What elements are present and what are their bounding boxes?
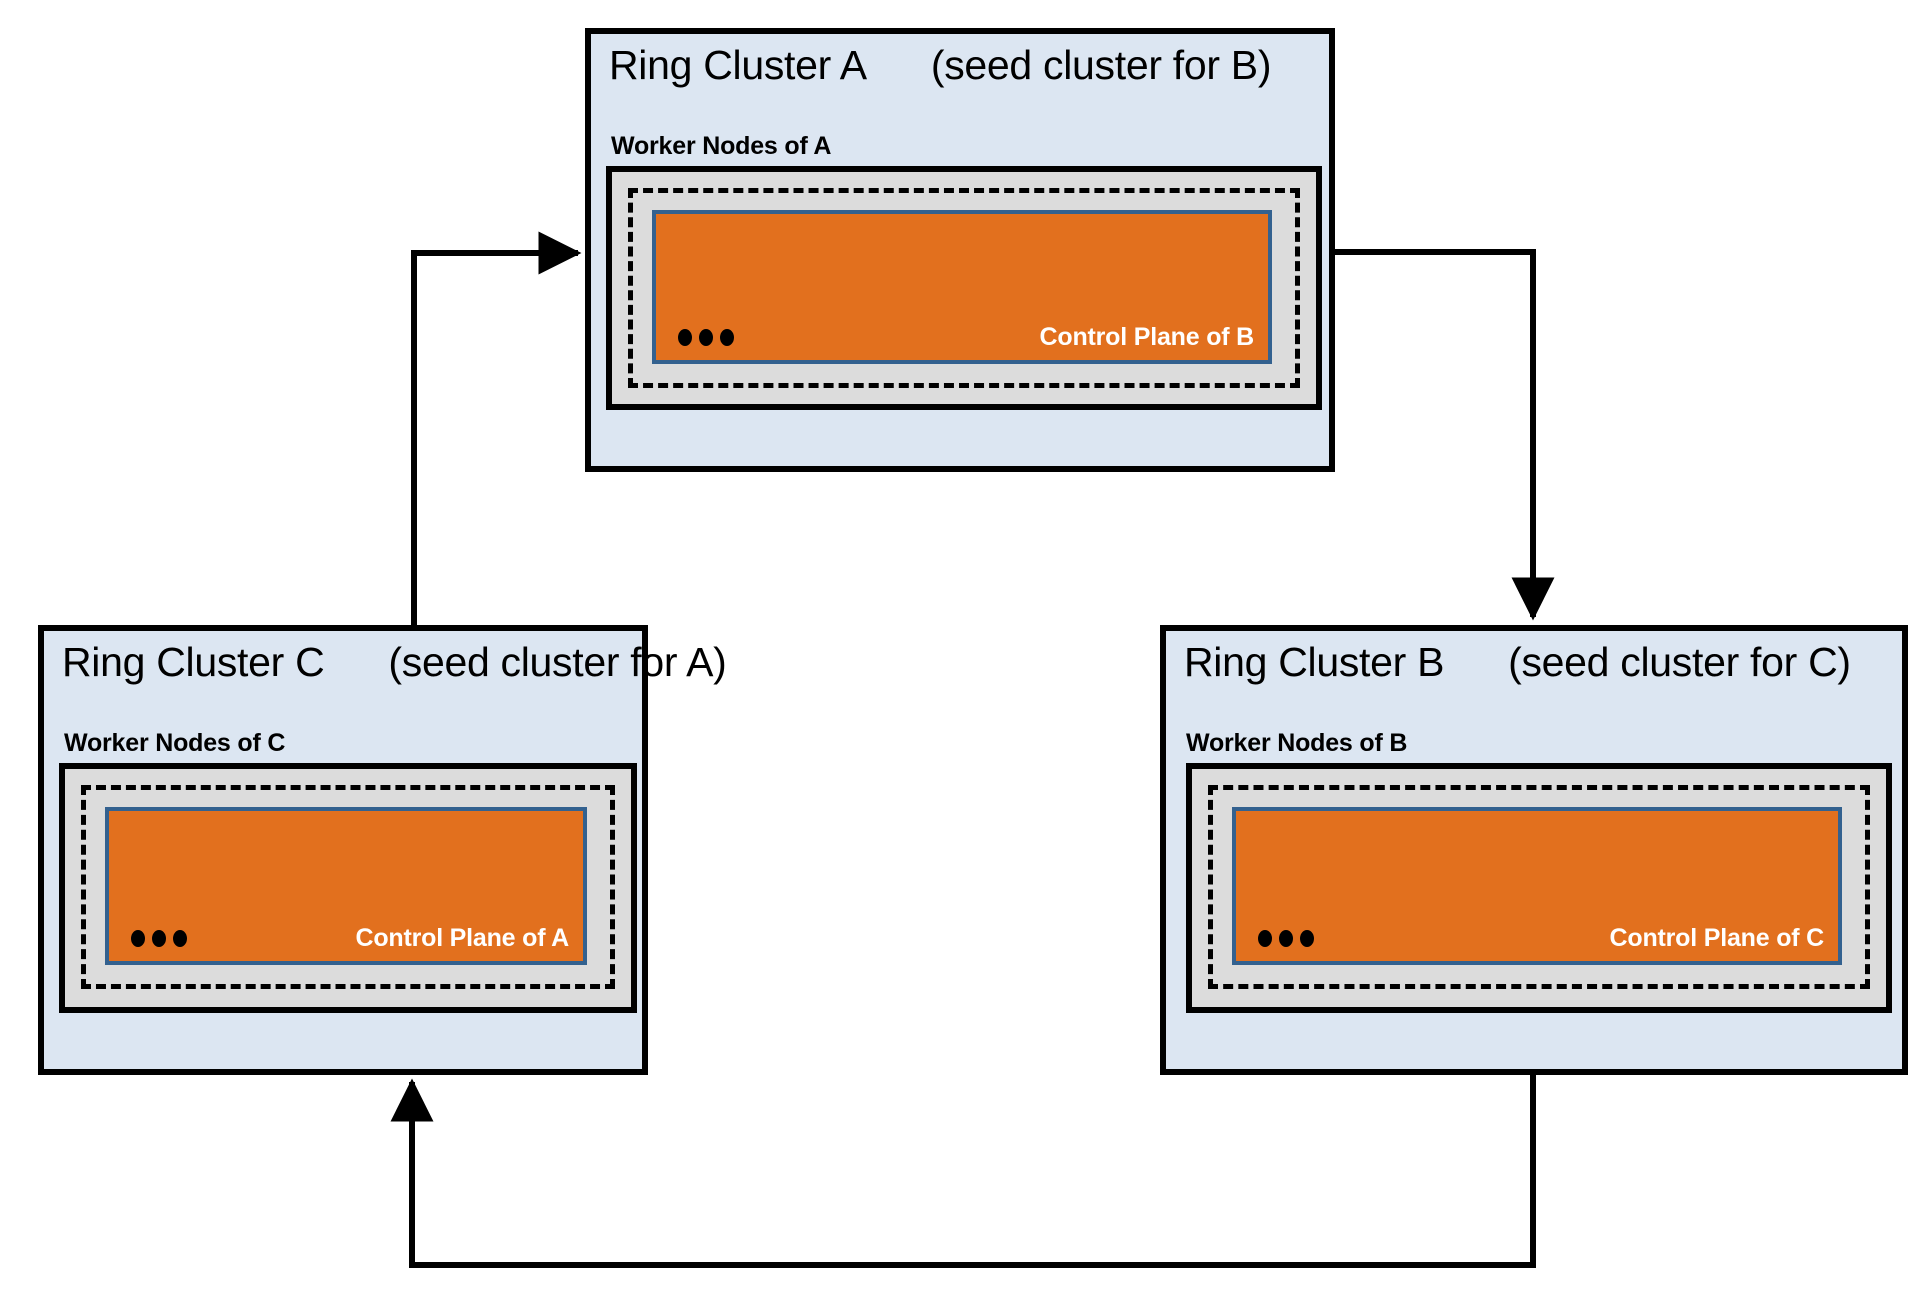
cluster-a-worker-box[interactable]: Control Plane of B xyxy=(606,166,1322,410)
cluster-c-title-main: Ring Cluster C xyxy=(62,639,325,685)
cluster-a-control-plane-label: Control Plane of B xyxy=(1039,323,1255,351)
cluster-c-title: Ring Cluster C (seed cluster for A) xyxy=(62,639,727,686)
cluster-b-worker-label: Worker Nodes of B xyxy=(1186,729,1408,757)
cluster-c-node-boundary xyxy=(81,785,615,989)
control-plane-ellipsis-icon xyxy=(131,930,187,947)
cluster-a-title: Ring Cluster A (seed cluster for B) xyxy=(609,42,1272,89)
cluster-b-title-sub: (seed cluster for C) xyxy=(1508,639,1851,685)
cluster-c-title-sub: (seed cluster for A) xyxy=(388,639,727,685)
cluster-c-worker-box[interactable]: Control Plane of A xyxy=(59,763,637,1013)
cluster-a-worker-label: Worker Nodes of A xyxy=(611,132,832,160)
arrow-b-to-c xyxy=(390,1075,1536,1268)
ring-cluster-b[interactable]: Ring Cluster B (seed cluster for C) Work… xyxy=(1160,625,1908,1075)
cluster-b-control-plane-label: Control Plane of C xyxy=(1609,924,1825,952)
ring-cluster-a[interactable]: Ring Cluster A (seed cluster for B) Work… xyxy=(585,28,1335,472)
cluster-a-node-boundary xyxy=(628,188,1300,388)
cluster-b-worker-box[interactable]: Control Plane of C xyxy=(1186,763,1892,1013)
arrow-a-to-b xyxy=(1335,249,1555,621)
cluster-b-control-plane-c[interactable]: Control Plane of C xyxy=(1232,807,1842,965)
control-plane-ellipsis-icon xyxy=(678,329,734,346)
cluster-a-control-plane-b[interactable]: Control Plane of B xyxy=(652,210,1272,364)
ring-cluster-c[interactable]: Ring Cluster C (seed cluster for A) Work… xyxy=(38,625,727,1075)
cluster-c-control-plane-label: Control Plane of A xyxy=(355,924,569,952)
cluster-c-control-plane-a[interactable]: Control Plane of A xyxy=(105,807,587,965)
cluster-a-title-main: Ring Cluster A xyxy=(609,42,867,88)
arrow-c-to-a xyxy=(411,231,582,625)
cluster-a-title-sub: (seed cluster for B) xyxy=(930,42,1272,88)
cluster-b-title: Ring Cluster B (seed cluster for C) xyxy=(1184,639,1851,686)
cluster-b-node-boundary xyxy=(1208,785,1870,989)
cluster-b-title-main: Ring Cluster B xyxy=(1184,639,1445,685)
control-plane-ellipsis-icon xyxy=(1258,930,1314,947)
cluster-c-worker-label: Worker Nodes of C xyxy=(64,729,286,757)
